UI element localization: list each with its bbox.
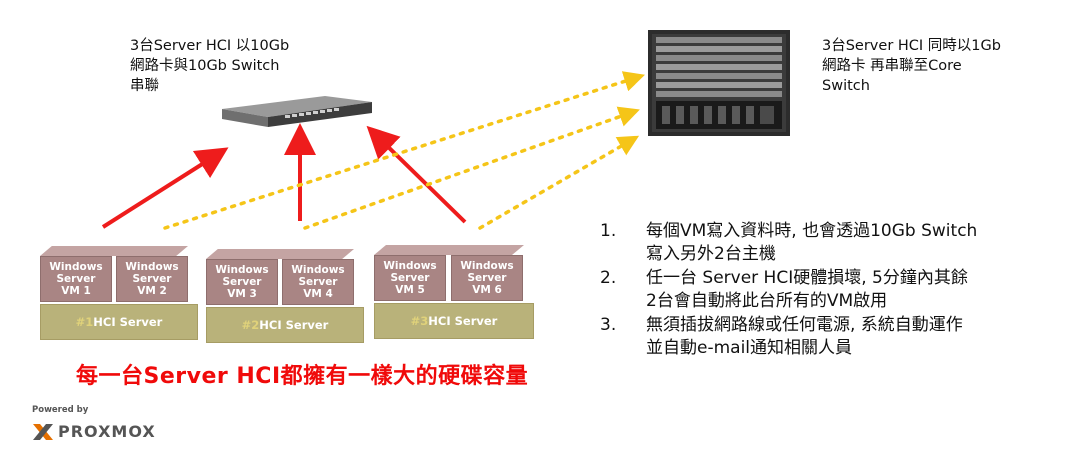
headline-capacity: 每一台Server HCI都擁有一樣大的硬碟容量: [76, 364, 529, 389]
proxmox-logo: PROXMOX: [32, 422, 156, 441]
yellow-dotted-1: [163, 71, 646, 230]
switch-10gb-icon: [222, 96, 372, 127]
yellow-dotted-2: [303, 106, 640, 230]
yellow-dotted-3: [478, 135, 640, 230]
powered-by-label: Powered by: [32, 405, 89, 415]
red-arrow-3: [366, 125, 467, 224]
caption-core-switch: 3台Server HCI 同時以1Gb 網路卡 再串聯至Core Switch: [822, 38, 1001, 94]
red-arrow-1: [101, 147, 229, 229]
core-switch-icon: [648, 30, 790, 136]
caption-10gb-switch: 3台Server HCI 以10Gb 網路卡與10Gb Switch 串聯: [130, 38, 290, 94]
list-item: 3. 無須插拔網路線或任何電源, 系統自動運作並自動e-mail通知相關人員: [600, 315, 963, 358]
proxmox-x-icon: [33, 423, 53, 440]
